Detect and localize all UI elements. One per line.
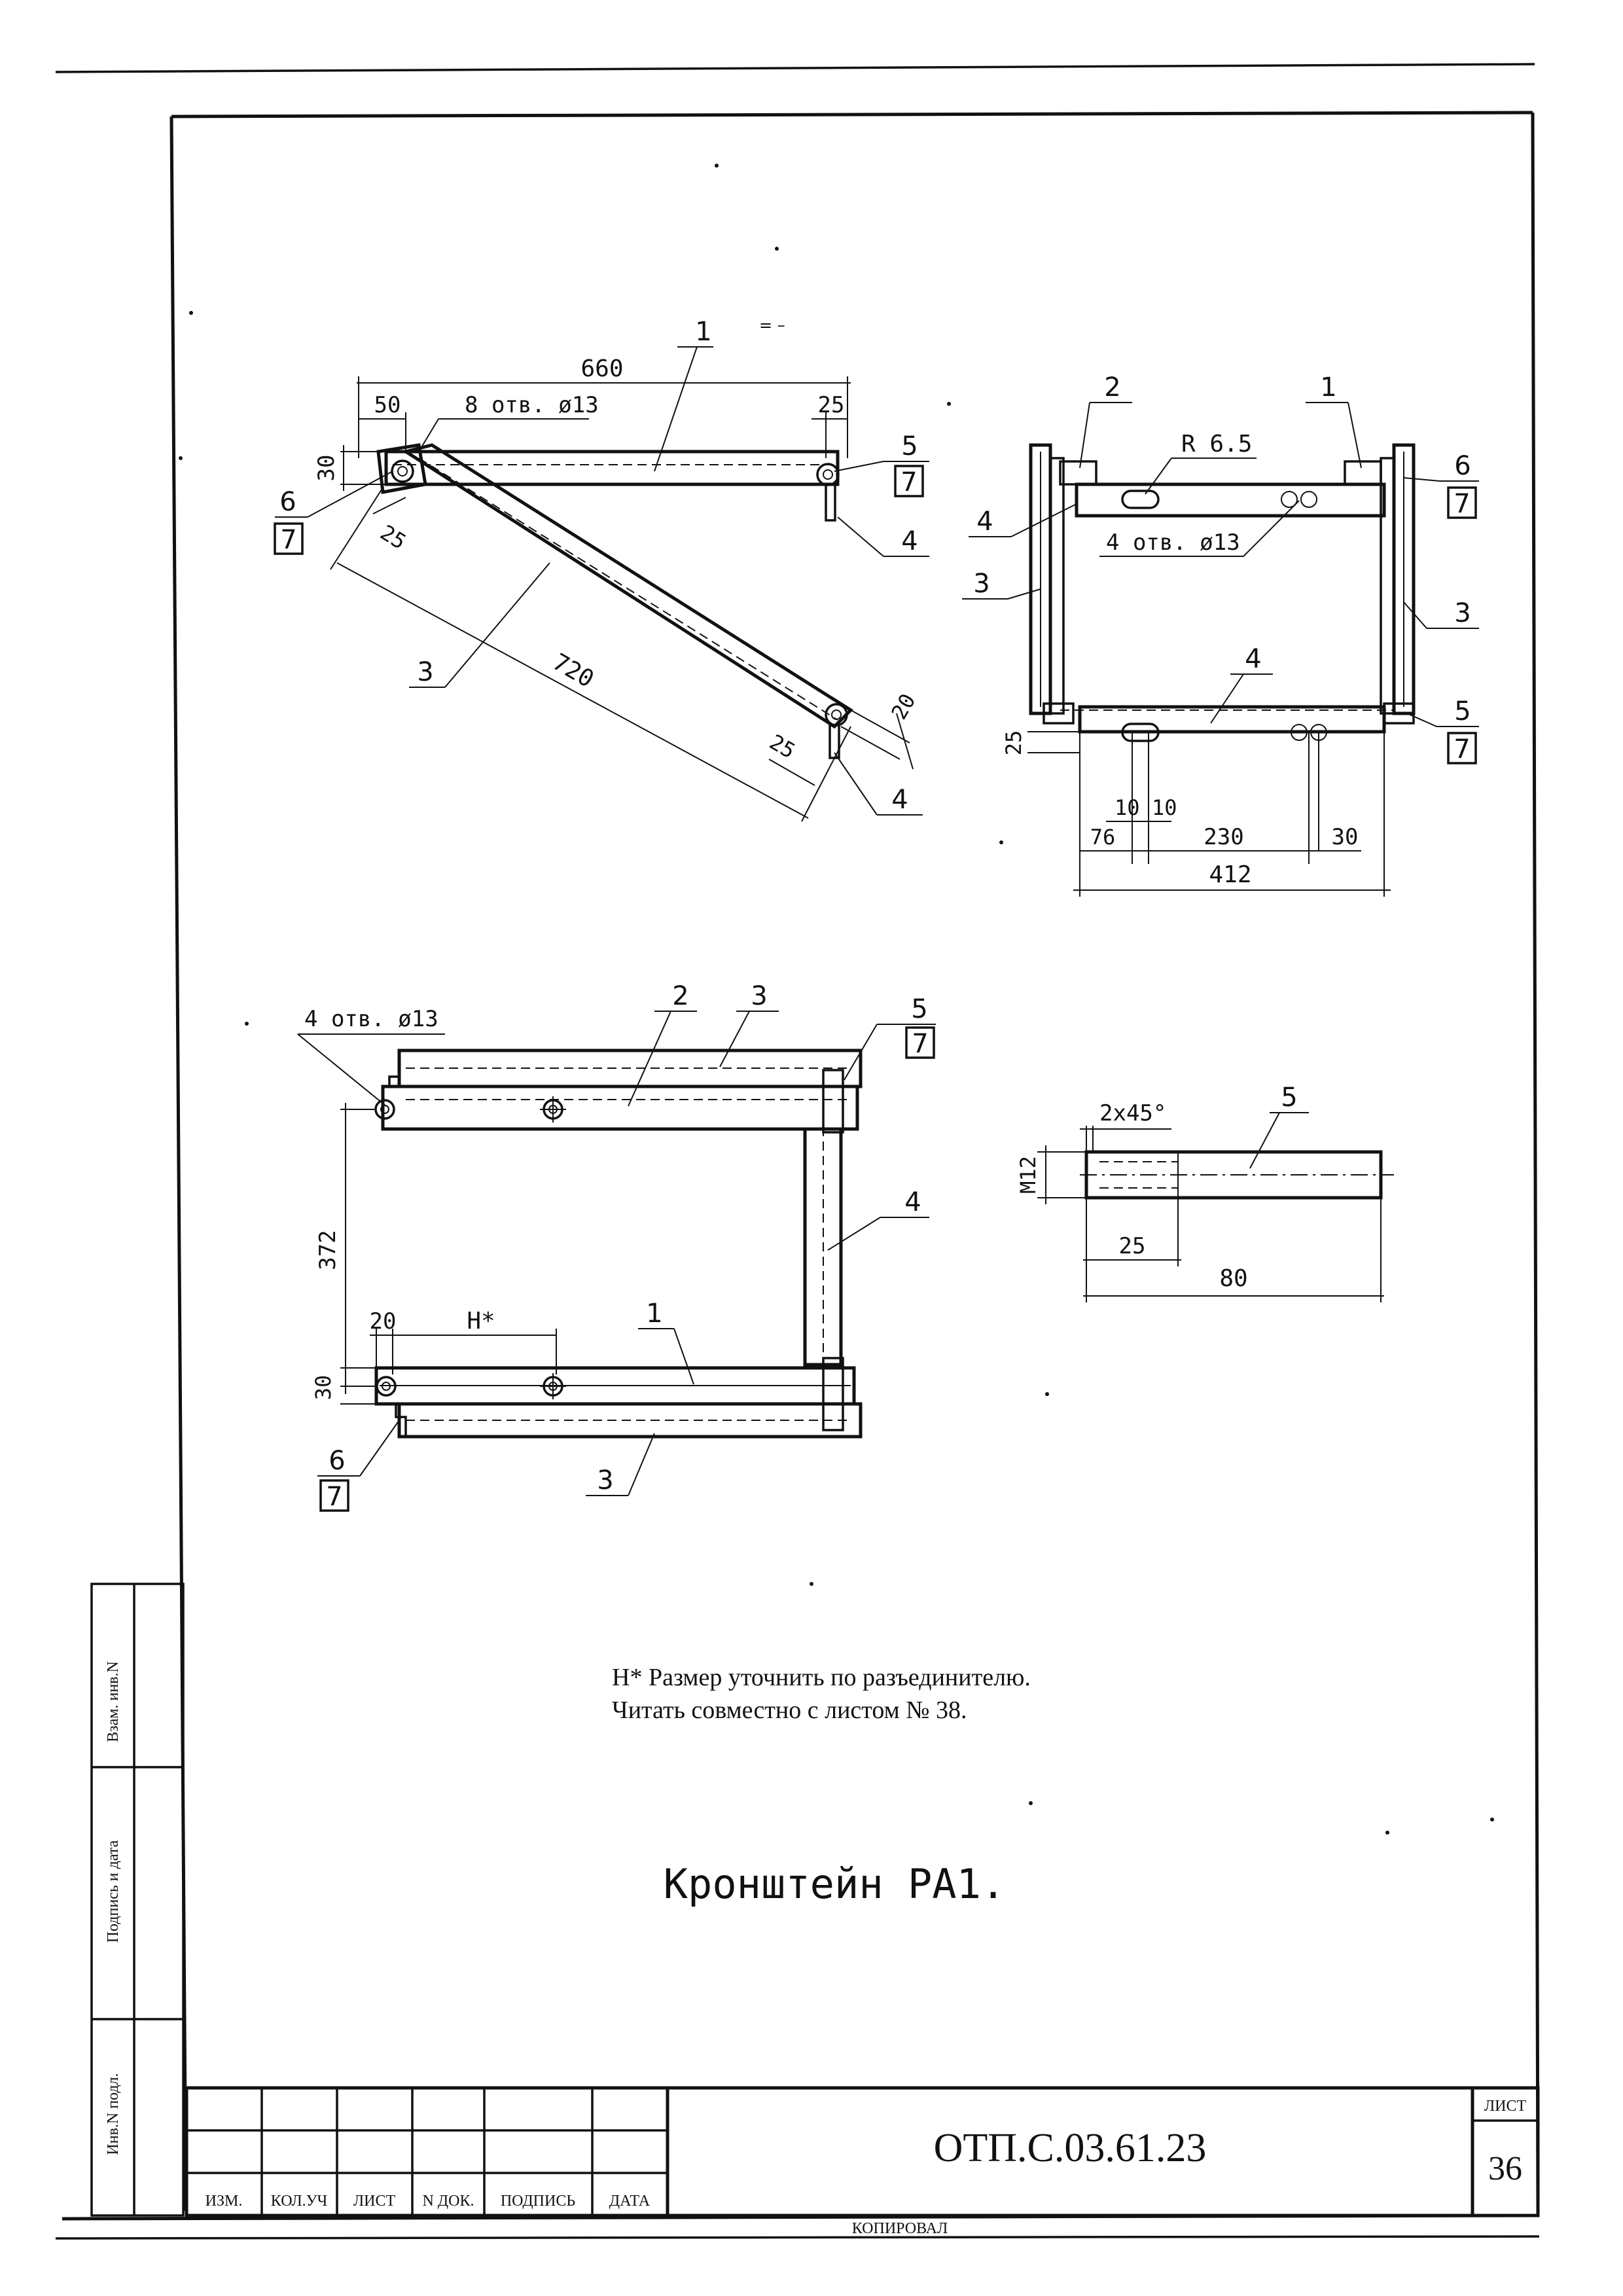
col-kol-uch: КОЛ.УЧ bbox=[271, 2193, 327, 2210]
col-list: ЛИСТ bbox=[353, 2193, 396, 2210]
title-block: ИЗМ. КОЛ.УЧ ЛИСТ N ДОК. ПОДПИСЬ ДАТА ОТП… bbox=[185, 2086, 1540, 2217]
plan-sheet-6: 7 bbox=[326, 1482, 342, 1512]
col-izm: ИЗМ. bbox=[205, 2193, 243, 2210]
front-dim-25: 25 bbox=[1001, 730, 1026, 756]
plan-holes: 4 отв. ø13 bbox=[304, 1006, 438, 1032]
dim-660: 660 bbox=[580, 355, 623, 382]
bolt-dim-25: 25 bbox=[1119, 1233, 1146, 1259]
notes: Н* Размер уточнить по разъединителю. Чит… bbox=[612, 1664, 1031, 1724]
bolt-pos-5: 5 bbox=[1281, 1083, 1297, 1113]
front-pos-2: 2 bbox=[1104, 372, 1120, 403]
front-pos-6: 6 bbox=[1454, 451, 1471, 481]
plan-dim-h: Н* bbox=[467, 1308, 495, 1335]
plan-pos-3-top: 3 bbox=[751, 981, 767, 1011]
drawing-title: Кронштейн РА1. bbox=[664, 1860, 1006, 1908]
side-marks: = – bbox=[759, 316, 785, 334]
dim-25-top: 25 bbox=[818, 392, 845, 418]
scan-dots bbox=[179, 164, 1494, 1835]
stamp-sign-date: Подпись и дата bbox=[105, 1840, 122, 1943]
dim-30: 30 bbox=[313, 455, 340, 482]
side-pos-5: 5 bbox=[901, 431, 918, 461]
plan-pos-1: 1 bbox=[646, 1299, 662, 1329]
plan-sheet-5: 7 bbox=[912, 1029, 928, 1059]
front-dim-30: 30 bbox=[1332, 824, 1359, 850]
side-sheet-5: 7 bbox=[901, 467, 917, 497]
plan-dim-372: 372 bbox=[315, 1230, 341, 1270]
plan-pos-5: 5 bbox=[911, 994, 927, 1024]
dim-50: 50 bbox=[374, 392, 401, 418]
side-pos-4b: 4 bbox=[891, 785, 908, 815]
footer-copied: КОПИРОВАЛ bbox=[852, 2220, 948, 2237]
front-pos-1: 1 bbox=[1320, 372, 1336, 403]
col-podpis: ПОДПИСЬ bbox=[501, 2193, 575, 2210]
front-holes: 4 отв. ø13 bbox=[1106, 529, 1240, 556]
col-n-dok: N ДОК. bbox=[422, 2193, 474, 2210]
bolt-dim-80: 80 bbox=[1219, 1265, 1247, 1292]
note-1: Н* Размер уточнить по разъединителю. bbox=[612, 1664, 1031, 1691]
front-dim-10a: 10 bbox=[1115, 795, 1140, 820]
plan-pos-2: 2 bbox=[672, 981, 688, 1011]
plan-pos-3-bottom: 3 bbox=[597, 1465, 613, 1496]
dim-720: 720 bbox=[548, 649, 598, 693]
dim-25-bottom: 25 bbox=[765, 729, 799, 763]
dim-20: 20 bbox=[886, 689, 920, 723]
front-pos-4-mid: 4 bbox=[1245, 644, 1261, 674]
front-dim-76: 76 bbox=[1090, 825, 1116, 850]
plan-pos-6: 6 bbox=[329, 1446, 345, 1476]
view-plan: 372 20 Н* 30 4 отв. ø13 2 3 5 7 4 bbox=[297, 981, 936, 1512]
col-data: ДАТА bbox=[609, 2193, 651, 2210]
front-pos-5: 5 bbox=[1454, 696, 1471, 726]
front-dim-10b: 10 bbox=[1152, 795, 1177, 820]
view-front: 10 10 76 230 30 412 25 R 6.5 4 отв. ø13 … bbox=[962, 372, 1479, 897]
dim-25-diag: 25 bbox=[376, 520, 410, 554]
plan-dim-30: 30 bbox=[311, 1375, 336, 1401]
front-sheet-6: 7 bbox=[1454, 489, 1470, 519]
bolt-chamfer: 2х45° bbox=[1099, 1100, 1166, 1126]
doc-code: ОТП.С.03.61.23 bbox=[934, 2126, 1207, 2170]
stamp-zam-inv: Взам. инв.N bbox=[105, 1661, 122, 1742]
front-pos-3-right: 3 bbox=[1454, 598, 1471, 628]
side-pos-3: 3 bbox=[417, 657, 433, 687]
bolt-thread: М12 bbox=[1016, 1156, 1041, 1194]
sheet-label: ЛИСТ bbox=[1484, 2098, 1527, 2115]
front-pos-4-top: 4 bbox=[976, 507, 993, 537]
side-pos-1: 1 bbox=[695, 317, 711, 347]
view-bolt: 2х45° 5 М12 25 80 bbox=[1016, 1083, 1394, 1302]
front-sheet-5: 7 bbox=[1454, 734, 1470, 764]
note-2: Читать совместно с листом № 38. bbox=[612, 1696, 967, 1724]
side-holes-label: 8 отв. ø13 bbox=[465, 392, 599, 418]
front-radius: R 6.5 bbox=[1181, 431, 1252, 457]
side-sheet-6: 7 bbox=[280, 525, 296, 555]
sheet-number: 36 bbox=[1488, 2150, 1522, 2187]
front-pos-3-left: 3 bbox=[973, 569, 990, 599]
side-pos-4a: 4 bbox=[901, 526, 918, 556]
front-dim-230: 230 bbox=[1204, 824, 1243, 850]
bar-horizontal bbox=[384, 450, 840, 486]
view-side: 660 50 8 отв. ø13 25 30 25 720 20 25 bbox=[274, 316, 929, 822]
plan-dim-20: 20 bbox=[370, 1308, 397, 1335]
side-stamp: Взам. инв.N Подпись и дата Инв.N подл. bbox=[90, 1583, 185, 2217]
side-pos-6: 6 bbox=[279, 487, 296, 517]
plan-pos-4: 4 bbox=[904, 1187, 921, 1217]
front-dim-412: 412 bbox=[1209, 861, 1251, 888]
stamp-inv-podl: Инв.N подл. bbox=[105, 2073, 122, 2155]
